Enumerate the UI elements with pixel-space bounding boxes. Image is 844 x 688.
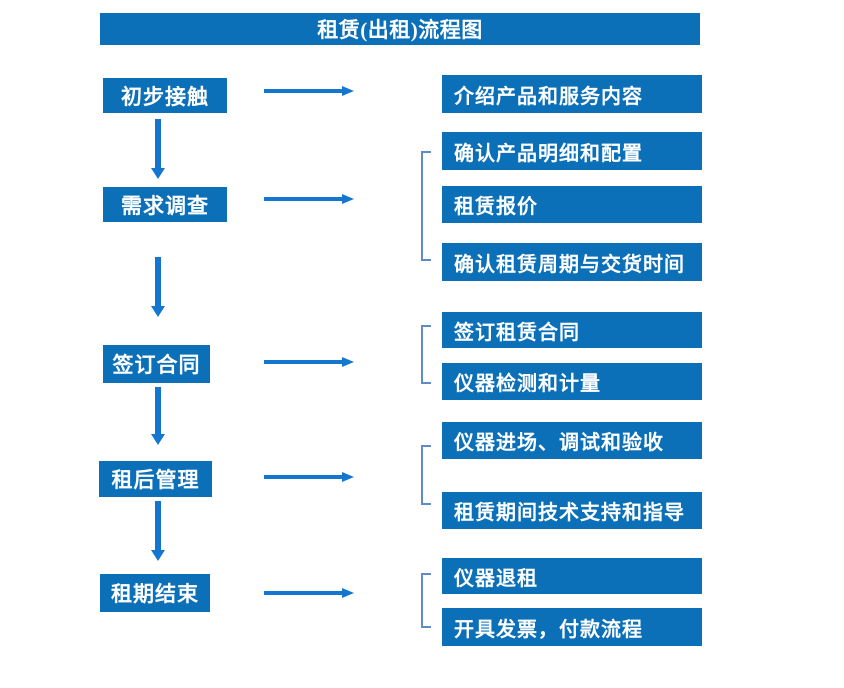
detail-instrument-setup-acceptance: 仪器进场、调试和验收: [442, 422, 702, 459]
arrow-shaft: [264, 360, 343, 364]
diagram-title-bar: 租赁(出租)流程图: [100, 13, 700, 45]
arrow-right-5: [264, 587, 354, 599]
arrow-head-icon: [342, 194, 354, 204]
step-initial-contact: 初步接触: [103, 78, 227, 113]
arrow-shaft: [155, 119, 161, 169]
arrow-head-icon: [151, 434, 165, 445]
arrow-head-icon: [151, 168, 165, 179]
diagram-title: 租赁(出租)流程图: [317, 18, 483, 42]
step-post-rental-management: 租后管理: [99, 461, 212, 497]
detail-instrument-inspection-calibration: 仪器检测和计量: [442, 363, 702, 400]
arrow-down-1: [150, 119, 166, 179]
arrow-shaft: [264, 591, 343, 595]
arrow-right-4: [264, 471, 354, 483]
detail-confirm-product-specs: 确认产品明细和配置: [442, 132, 702, 170]
detail-invoice-payment-process: 开具发票，付款流程: [442, 608, 702, 646]
detail-rental-technical-support: 租赁期间技术支持和指导: [442, 492, 702, 529]
arrow-right-3: [264, 356, 354, 368]
arrow-head-icon: [342, 588, 354, 598]
arrow-head-icon: [342, 86, 354, 96]
arrow-shaft: [155, 501, 161, 551]
arrow-head-icon: [151, 306, 165, 317]
bracket-group-demand-survey: [421, 151, 431, 261]
arrow-head-icon: [151, 550, 165, 561]
arrow-shaft: [155, 387, 161, 435]
arrow-shaft: [155, 257, 161, 307]
arrow-head-icon: [342, 472, 354, 482]
detail-introduce-products-services: 介绍产品和服务内容: [442, 75, 702, 113]
detail-confirm-rental-period-delivery: 确认租赁周期与交货时间: [442, 243, 702, 281]
step-sign-contract: 签订合同: [103, 345, 210, 383]
bracket-group-sign-contract: [421, 325, 431, 384]
arrow-down-3: [150, 387, 166, 445]
arrow-head-icon: [342, 357, 354, 367]
arrow-shaft: [264, 197, 343, 201]
bracket-group-rental-end: [421, 573, 431, 628]
arrow-right-2: [264, 193, 354, 205]
arrow-down-4: [150, 501, 166, 561]
arrow-right-1: [264, 85, 354, 97]
step-demand-survey: 需求调查: [103, 187, 227, 222]
detail-sign-rental-contract: 签订租赁合同: [442, 312, 702, 348]
bracket-group-post-rental: [421, 445, 431, 505]
step-rental-end: 租期结束: [100, 574, 210, 612]
detail-instrument-return: 仪器退租: [442, 558, 702, 594]
arrow-shaft: [264, 89, 343, 93]
arrow-down-2: [150, 257, 166, 317]
detail-rental-quote: 租赁报价: [442, 186, 702, 223]
arrow-shaft: [264, 475, 343, 479]
